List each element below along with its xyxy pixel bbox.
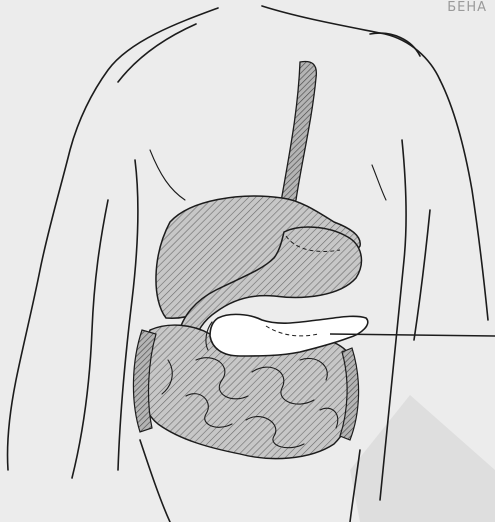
corner-text: БЕНА — [447, 0, 487, 15]
watermark-shape — [350, 395, 495, 522]
